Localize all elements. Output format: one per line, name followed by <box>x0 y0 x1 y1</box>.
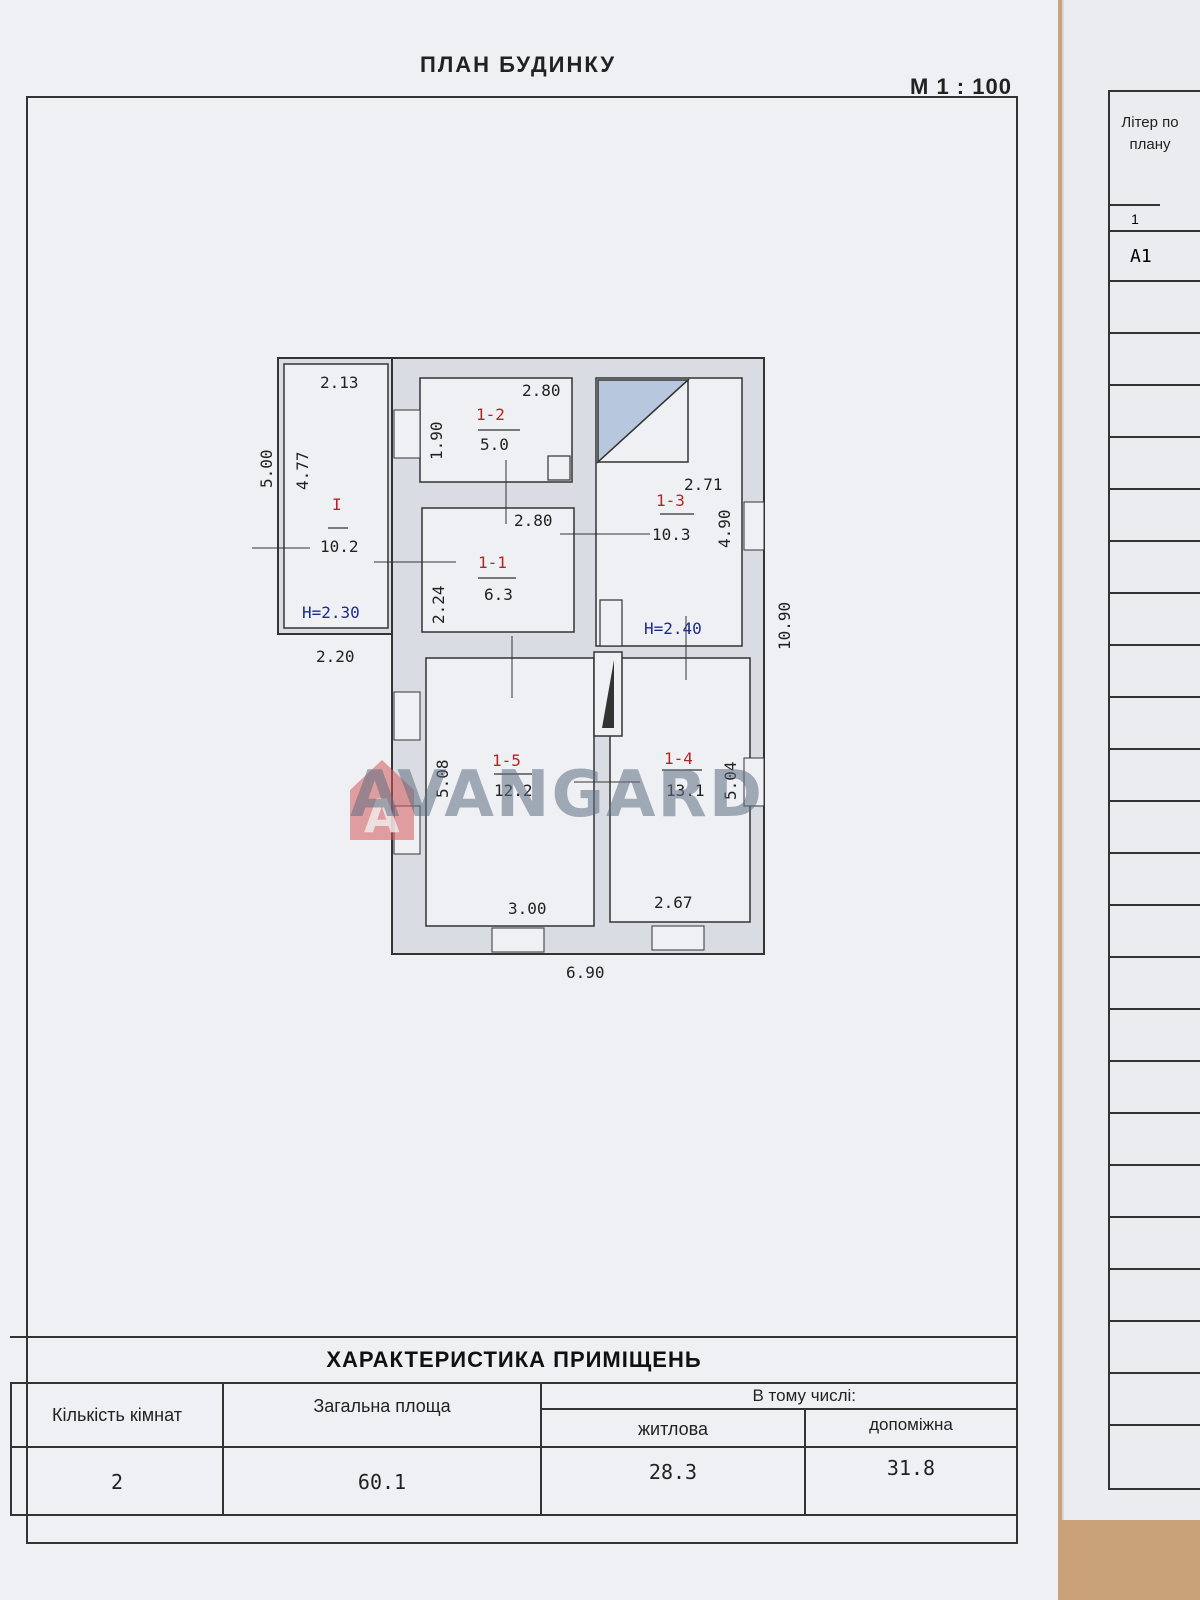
side-row <box>1110 488 1200 490</box>
side-table: Літер по плану 1 А1 <box>1108 90 1200 1490</box>
dim-5-00: 5.00 <box>257 449 276 488</box>
scale-label: М 1 : 100 <box>910 74 1012 99</box>
dim-3-00: 3.00 <box>508 899 547 918</box>
room-id-1-5: 1-5 <box>492 751 521 770</box>
plan-page: ПЛАН БУДИНКУ М 1 : 100 <box>0 0 1058 1600</box>
dim-5-08: 5.08 <box>433 759 452 798</box>
dim-2-24: 2.24 <box>429 585 448 624</box>
dim-4-90: 4.90 <box>715 509 734 548</box>
house-walls <box>252 357 765 955</box>
col-living-header: житлова <box>542 1410 806 1448</box>
watermark-logo-icon: A <box>350 760 414 843</box>
dim-2-20: 2.20 <box>316 647 355 666</box>
living-area-value: 28.3 <box>542 1448 806 1516</box>
height-veranda: Н=2.30 <box>302 603 360 622</box>
side-row <box>1110 1372 1200 1374</box>
veranda-walls <box>277 357 393 635</box>
side-row <box>1110 1424 1200 1426</box>
dim-2-71: 2.71 <box>684 475 723 494</box>
dim-2-80-top: 2.80 <box>522 381 561 400</box>
watermark-text: AVANGARD <box>350 758 764 832</box>
col-aux-header: допоміжна <box>806 1410 1018 1448</box>
total-area-value: 60.1 <box>224 1448 542 1516</box>
svg-text:A: A <box>364 789 400 843</box>
dim-2-13: 2.13 <box>320 373 359 392</box>
side-row <box>1110 1216 1200 1218</box>
dim-1-90: 1.90 <box>427 421 446 460</box>
height-house: Н=2.40 <box>644 619 702 638</box>
drawing-frame <box>26 96 1018 1544</box>
side-col-number: 1 <box>1110 204 1160 232</box>
room-id-I: I <box>332 495 342 514</box>
room-id-1-1: 1-1 <box>478 553 507 572</box>
dim-10-90: 10.90 <box>775 602 794 650</box>
side-row <box>1110 1164 1200 1166</box>
room-area-1-4: 13.1 <box>666 781 705 800</box>
dim-4-77: 4.77 <box>293 451 312 490</box>
adjacent-page <box>1062 0 1200 1520</box>
dim-5-04: 5.04 <box>721 761 740 800</box>
side-row <box>1110 1060 1200 1062</box>
side-row <box>1110 280 1200 282</box>
side-row <box>1110 592 1200 594</box>
aux-area-value: 31.8 <box>806 1448 1018 1516</box>
side-row <box>1110 1112 1200 1114</box>
side-row <box>1110 1008 1200 1010</box>
including-label: В тому числі: <box>542 1382 1018 1410</box>
side-row <box>1110 1268 1200 1270</box>
side-row <box>1110 956 1200 958</box>
side-row <box>1110 644 1200 646</box>
room-area-1-2: 5.0 <box>480 435 509 454</box>
side-row <box>1110 904 1200 906</box>
floor-plan-drawing: I 10.2 1-1 6.3 1-2 5.0 1-3 10.3 1-4 13.1… <box>252 357 794 982</box>
characteristics-title: ХАРАКТЕРИСТИКА ПРИМІЩЕНЬ <box>10 1336 1018 1384</box>
side-row <box>1110 540 1200 542</box>
side-row <box>1110 852 1200 854</box>
side-table-header: Літер по плану <box>1121 114 1179 153</box>
dim-2-67: 2.67 <box>654 893 693 912</box>
rooms-value: 2 <box>10 1448 224 1516</box>
side-row <box>1110 384 1200 386</box>
side-letter: А1 <box>1110 230 1200 280</box>
dim-6-90: 6.90 <box>566 963 605 982</box>
col-total-header: Загальна площа <box>224 1382 542 1448</box>
page-title: ПЛАН БУДИНКУ <box>420 52 617 77</box>
room-area-I: 10.2 <box>320 537 359 556</box>
side-row <box>1110 332 1200 334</box>
room-area-1-1: 6.3 <box>484 585 513 604</box>
room-id-1-4: 1-4 <box>664 749 693 768</box>
side-row <box>1110 748 1200 750</box>
room-area-1-3: 10.3 <box>652 525 691 544</box>
side-row <box>1110 1320 1200 1322</box>
room-id-1-3: 1-3 <box>656 491 685 510</box>
side-row <box>1110 800 1200 802</box>
room-area-1-5: 12.2 <box>494 781 533 800</box>
dim-2-80-mid: 2.80 <box>514 511 553 530</box>
side-row <box>1110 436 1200 438</box>
side-row <box>1110 696 1200 698</box>
room-id-1-2: 1-2 <box>476 405 505 424</box>
col-rooms-header: Кількість кімнат <box>10 1382 224 1448</box>
